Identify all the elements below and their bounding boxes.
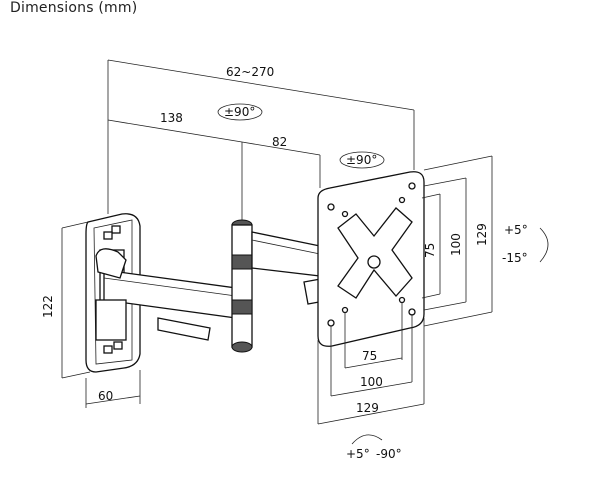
vesa-outer-h-label: 100	[360, 375, 383, 389]
wall-height-label: 122	[41, 295, 55, 318]
middle-hinge	[231, 219, 253, 353]
dimension-lines	[61, 59, 493, 425]
plate-width-label: 129	[356, 401, 379, 415]
arm-short-label: 82	[272, 135, 287, 149]
plate-swivel-label: ±90°	[346, 153, 377, 167]
plate-height-label: 129	[475, 223, 489, 246]
vesa-inner-v-label: 75	[423, 243, 437, 258]
arm-segment-long	[95, 248, 237, 341]
tilt-down-label: -15°	[502, 251, 528, 265]
arm-long-label: 138	[160, 111, 183, 125]
pan-right-label: -90°	[376, 447, 402, 461]
wall-width-label: 60	[98, 389, 113, 403]
diagram-title: Dimensions (mm)	[10, 0, 138, 16]
tilt-up-label: +5°	[504, 223, 528, 237]
rotation-arrows	[217, 103, 549, 445]
vesa-inner-h-label: 75	[362, 349, 377, 363]
reach-label: 62~270	[226, 65, 274, 79]
arm-swivel-label: ±90°	[224, 105, 255, 119]
pan-left-label: +5°	[346, 447, 370, 461]
vesa-plate	[317, 171, 425, 347]
vesa-outer-v-label: 100	[449, 233, 463, 256]
